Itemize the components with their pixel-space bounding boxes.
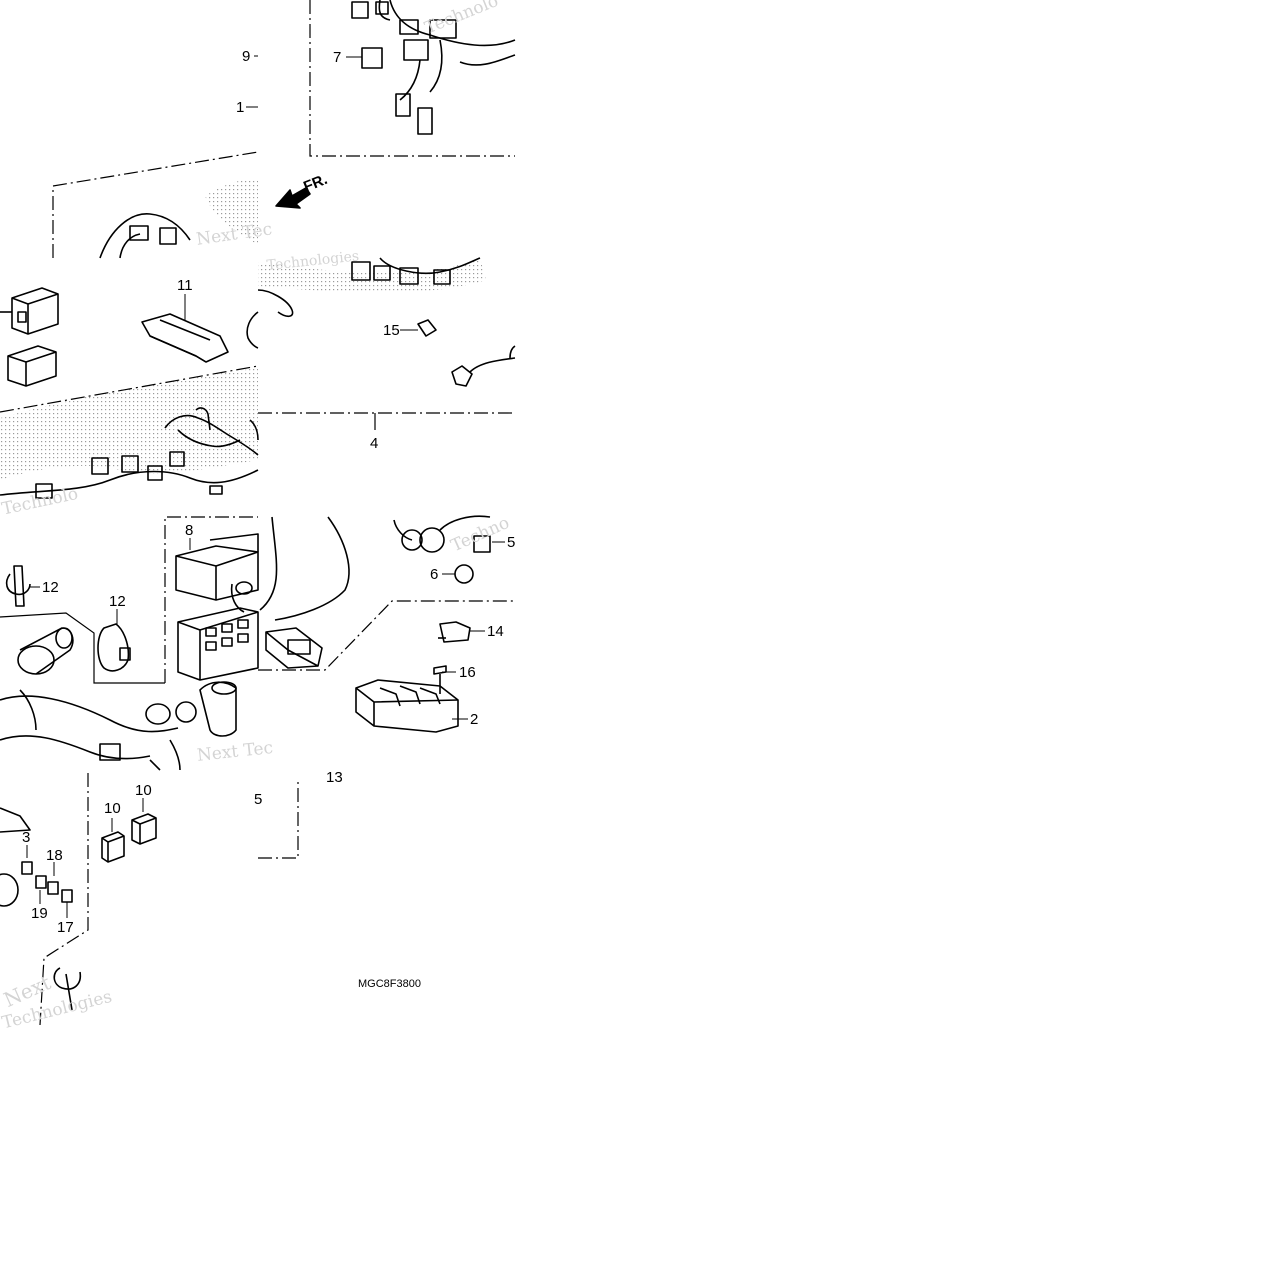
callout-label-4: 4 bbox=[370, 435, 379, 452]
callout-label-5: 5 bbox=[507, 534, 516, 551]
callout-label-19: 19 bbox=[31, 905, 48, 922]
panel-boundaries bbox=[0, 0, 515, 1026]
leader-lines bbox=[26, 55, 505, 918]
parts-line-art bbox=[0, 0, 516, 1011]
callout-label-16: 16 bbox=[459, 664, 476, 681]
callout-label-1: 1 bbox=[236, 99, 245, 116]
callout-label-7: 7 bbox=[333, 49, 342, 66]
stipple-shading bbox=[0, 179, 486, 480]
callout-label-2: 2 bbox=[470, 711, 479, 728]
callout-label-18: 18 bbox=[46, 847, 63, 864]
callout-label-10: 10 bbox=[104, 800, 121, 817]
callout-label-17: 17 bbox=[57, 919, 74, 936]
callout-label-10: 10 bbox=[135, 782, 152, 799]
callout-label-3: 3 bbox=[22, 829, 31, 846]
callout-label-6: 6 bbox=[430, 566, 439, 583]
callout-label-8: 8 bbox=[185, 522, 194, 539]
callout-label-11: 11 bbox=[177, 277, 193, 294]
callout-label-12: 12 bbox=[109, 593, 126, 610]
callout-label-15: 15 bbox=[383, 322, 400, 339]
callout-label-14: 14 bbox=[487, 623, 504, 640]
callout-label-partial: 5 bbox=[254, 791, 263, 808]
callout-label-12: 12 bbox=[42, 579, 59, 596]
callout-label-13: 13 bbox=[326, 769, 343, 786]
front-direction-label: FR. bbox=[301, 171, 330, 196]
callout-label-9: 9 bbox=[242, 48, 251, 65]
diagram-code: MGC8F3800 bbox=[358, 978, 421, 990]
